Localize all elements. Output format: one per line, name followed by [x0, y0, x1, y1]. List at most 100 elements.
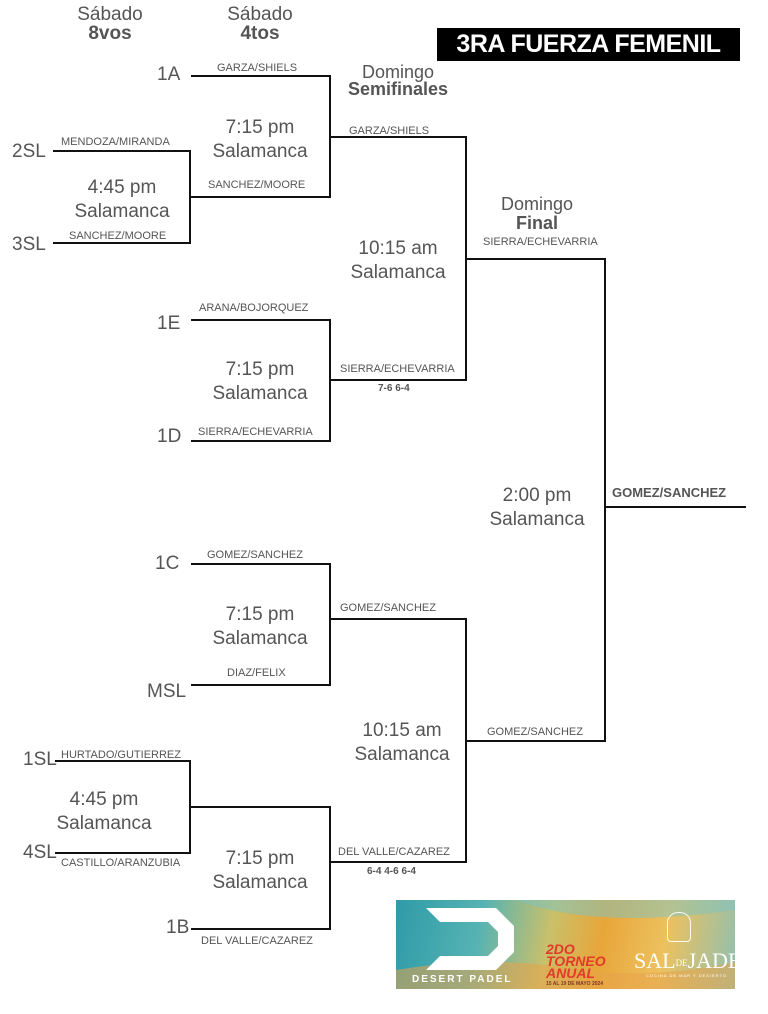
- qf-3-time: 7:15 pm: [225, 604, 295, 625]
- semifinals-header: Domingo Semifinales: [338, 62, 458, 99]
- r16-1-bottom-team: SANCHEZ/MOORE: [69, 230, 167, 242]
- sal-de-jade-logo: SALDEJADE: [634, 948, 735, 974]
- round1-day: Sábado: [77, 4, 143, 25]
- sal-de-jade-tagline: COCINA DE MAR Y DESIERTO: [646, 973, 728, 978]
- sf-1-top-team: GARZA/SHIELS: [349, 125, 430, 137]
- sal-de-jade-emblem: [667, 912, 691, 942]
- sponsor-banner: DESERT PADEL 2DO TORNEO ANUAL 15 AL 19 D…: [396, 900, 735, 989]
- category-title: 3RA FUERZA FEMENIL: [437, 28, 740, 61]
- qf-4-venue: Salamanca: [212, 872, 308, 893]
- qf-3-bottom-line: [191, 684, 331, 686]
- event-title: 2DO TORNEO ANUAL: [546, 941, 606, 981]
- champion-team: GOMEZ/SANCHEZ: [612, 485, 727, 500]
- qf-3-top-team: GOMEZ/SANCHEZ: [207, 549, 303, 561]
- final-day: Domingo: [500, 194, 574, 214]
- r16-2-top-line: [55, 760, 191, 762]
- final-top-team: SIERRA/ECHEVARRIA: [483, 236, 598, 248]
- qf-4-bottom-team: DEL VALLE/CAZAREZ: [201, 935, 313, 947]
- qf-2-venue: Salamanca: [212, 383, 308, 404]
- final-top-line: [465, 258, 606, 260]
- brand-jade: JADE: [687, 948, 735, 973]
- brand-sal: SAL: [634, 948, 676, 973]
- event-title-line1: 2DO: [546, 941, 575, 957]
- qf-4-time-venue: 7:15 pm Salamanca: [198, 847, 322, 895]
- qf-3-bottom-seed: MSL: [147, 681, 187, 702]
- final-bottom-team: GOMEZ/SANCHEZ: [487, 726, 583, 738]
- qf-1-time-venue: 7:15 pm Salamanca: [198, 116, 322, 164]
- final-venue: Salamanca: [489, 509, 585, 530]
- champion-line: [604, 506, 746, 508]
- round1-name: 8vos: [88, 23, 132, 44]
- desert-padel-logo: DESERT PADEL: [412, 974, 513, 985]
- qf-1-venue: Salamanca: [212, 141, 308, 162]
- sf-2-bottom-team: DEL VALLE/CAZAREZ: [338, 846, 450, 858]
- qf-3-bottom-team: DIAZ/FELIX: [227, 667, 286, 679]
- brand-de: DE: [675, 957, 688, 968]
- qf-1-bottom-line: [191, 196, 331, 198]
- r16-1-top-seed: 2SL: [12, 141, 46, 162]
- qf-1-top-seed: 1A: [157, 64, 181, 85]
- qf-2-top-line: [191, 319, 331, 321]
- final-vertical: [604, 258, 606, 742]
- r16-1-bottom-seed: 3SL: [12, 234, 46, 255]
- qf-3-top-seed: 1C: [155, 553, 180, 574]
- r16-2-time-venue: 4:45 pm Salamanca: [42, 788, 166, 836]
- r16-2-bottom-team: CASTILLO/ARANZUBIA: [61, 857, 181, 869]
- sf-2-top-line: [329, 618, 467, 620]
- final-time: 2:00 pm: [502, 485, 572, 506]
- sf-2-time: 10:15 am: [362, 720, 442, 741]
- r16-1-vertical: [189, 150, 191, 244]
- round2-name: 4tos: [240, 23, 280, 44]
- qf-4-time: 7:15 pm: [225, 848, 295, 869]
- qf-4-bottom-seed: 1B: [166, 917, 190, 938]
- final-bottom-line: [465, 740, 606, 742]
- qf-2-bottom-team: SIERRA/ECHEVARRIA: [198, 426, 313, 438]
- r16-1-top-team: MENDOZA/MIRANDA: [61, 136, 170, 148]
- r16-1-top-line: [53, 150, 191, 152]
- r16-1-time-venue: 4:45 pm Salamanca: [60, 176, 184, 224]
- r16-1-venue: Salamanca: [74, 201, 170, 222]
- qf-2-time: 7:15 pm: [225, 359, 295, 380]
- qf-3-vertical: [329, 563, 331, 686]
- qf-3-time-venue: 7:15 pm Salamanca: [198, 603, 322, 651]
- qf-2-bottom-seed: 1D: [157, 426, 182, 447]
- round2-day: Sábado: [227, 4, 293, 25]
- sf-1-score: 7-6 6-4: [378, 383, 410, 394]
- r16-1-time: 4:45 pm: [87, 177, 157, 198]
- r16-2-bottom-seed: 4SL: [23, 842, 57, 863]
- sf-1-time: 10:15 am: [358, 238, 438, 259]
- r16-2-vertical: [189, 760, 191, 854]
- sf-2-venue: Salamanca: [354, 744, 450, 765]
- r16-2-top-team: HURTADO/GUTIERREZ: [61, 749, 181, 761]
- sf-1-top-line: [329, 136, 467, 138]
- semis-name: Semifinales: [347, 79, 449, 99]
- final-header: Domingo Final: [487, 195, 587, 233]
- qf-2-time-venue: 7:15 pm Salamanca: [198, 358, 322, 406]
- round-of-16-header: Sábado 8vos: [60, 5, 160, 43]
- r16-2-bottom-line: [55, 852, 191, 854]
- quarterfinals-header: Sábado 4tos: [210, 5, 310, 43]
- sf-1-bottom-line: [329, 379, 467, 381]
- qf-2-top-team: ARANA/BOJORQUEZ: [199, 302, 309, 314]
- qf-3-top-line: [191, 563, 331, 565]
- event-title-line3: ANUAL: [546, 965, 595, 981]
- event-title-line2: TORNEO: [546, 953, 606, 969]
- qf-2-bottom-line: [191, 440, 331, 442]
- qf-1-top-line: [191, 75, 331, 77]
- qf-1-bottom-team: SANCHEZ/MOORE: [208, 179, 306, 191]
- qf-1-top-team: GARZA/SHIELS: [217, 62, 298, 74]
- r16-2-top-seed: 1SL: [23, 749, 57, 770]
- sf-2-score: 6-4 4-6 6-4: [367, 866, 416, 877]
- sf-1-venue: Salamanca: [350, 262, 446, 283]
- sf-2-time-venue: 10:15 am Salamanca: [340, 719, 464, 767]
- qf-4-vertical: [329, 806, 331, 930]
- final-name: Final: [515, 213, 558, 233]
- r16-2-venue: Salamanca: [56, 813, 152, 834]
- semis-day: Domingo: [361, 62, 435, 82]
- final-time-venue: 2:00 pm Salamanca: [475, 484, 599, 532]
- sf-1-time-venue: 10:15 am Salamanca: [336, 237, 460, 285]
- event-dates: 15 AL 19 DE MAYO 2024: [546, 981, 604, 987]
- qf-4-bottom-line: [191, 928, 331, 930]
- qf-3-venue: Salamanca: [212, 628, 308, 649]
- qf-4-top-line: [191, 806, 331, 808]
